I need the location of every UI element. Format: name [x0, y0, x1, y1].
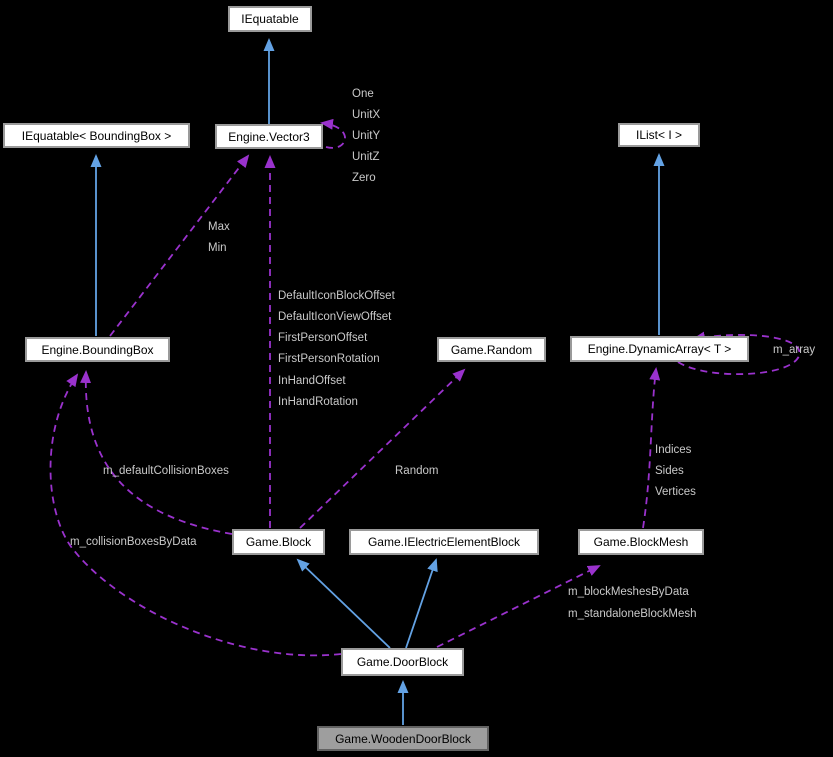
- node-engine-vector3[interactable]: Engine.Vector3: [215, 124, 323, 149]
- edge-label-m-array: m_array: [773, 344, 816, 356]
- edge-boundingbox-to-vector3: [109, 154, 250, 337]
- edge-label-indices: Indices: [655, 444, 692, 456]
- edge-label-m-standaloneblockmesh: m_standaloneBlockMesh: [568, 608, 697, 620]
- node-game-blockmesh[interactable]: Game.BlockMesh: [578, 529, 704, 555]
- node-engine-dynamicarray[interactable]: Engine.DynamicArray< T >: [570, 336, 749, 362]
- edge-label-firstpersonoffset: FirstPersonOffset: [278, 332, 368, 344]
- edge-block-to-random: [299, 368, 466, 529]
- edge-label-inhandrotation: InHandRotation: [278, 396, 358, 408]
- edge-label-min: Min: [208, 242, 227, 254]
- edge-label-firstpersonrotation: FirstPersonRotation: [278, 353, 380, 365]
- node-iequatable[interactable]: IEquatable: [228, 6, 312, 32]
- edge-doorblock-to-boundingbox: [49, 373, 342, 657]
- edge-vector3-self-loop: [320, 118, 346, 149]
- edge-doorblock-to-ielectricelementblock: [405, 558, 438, 649]
- edge-label-m-collisionboxesbydata: m_collisionBoxesByData: [70, 536, 197, 548]
- edge-label-vector3-unitz: UnitZ: [352, 151, 380, 163]
- edge-label-sides: Sides: [655, 465, 684, 477]
- edge-doorblock-to-blockmesh: [436, 565, 601, 648]
- edge-label-max: Max: [208, 221, 230, 233]
- edge-label-defaulticonviewoffset: DefaultIconViewOffset: [278, 311, 392, 323]
- node-iequatable-boundingbox[interactable]: IEquatable< BoundingBox >: [3, 123, 190, 148]
- node-game-doorblock[interactable]: Game.DoorBlock: [341, 648, 464, 676]
- node-game-woodendoorblock: Game.WoodenDoorBlock: [317, 726, 489, 751]
- edge-label-vector3-unitx: UnitX: [352, 109, 381, 121]
- edge-label-defaulticonblockoffset: DefaultIconBlockOffset: [278, 290, 395, 302]
- node-game-block[interactable]: Game.Block: [232, 529, 325, 555]
- edge-label-vertices: Vertices: [655, 486, 696, 498]
- edge-label-vector3-one: One: [352, 88, 374, 100]
- edge-label-vector3-unity: UnitY: [352, 130, 381, 142]
- node-engine-boundingbox[interactable]: Engine.BoundingBox: [25, 337, 170, 362]
- edge-dynamicarray-self-loop: [677, 331, 801, 375]
- edge-doorblock-to-block: [296, 558, 391, 649]
- edge-label-vector3-zero: Zero: [352, 172, 376, 184]
- edge-label-random: Random: [395, 465, 439, 477]
- node-game-random[interactable]: Game.Random: [437, 337, 546, 362]
- edge-label-inhandoffset: InHandOffset: [278, 375, 346, 387]
- edge-label-m-blockmeshesbydata: m_blockMeshesByData: [568, 586, 689, 598]
- edge-label-m-defaultcollisionboxes: m_defaultCollisionBoxes: [103, 465, 229, 477]
- edge-block-to-boundingbox: [80, 370, 233, 535]
- node-game-ielectricelementblock[interactable]: Game.IElectricElementBlock: [349, 529, 539, 555]
- node-ilist[interactable]: IList< I >: [618, 123, 700, 147]
